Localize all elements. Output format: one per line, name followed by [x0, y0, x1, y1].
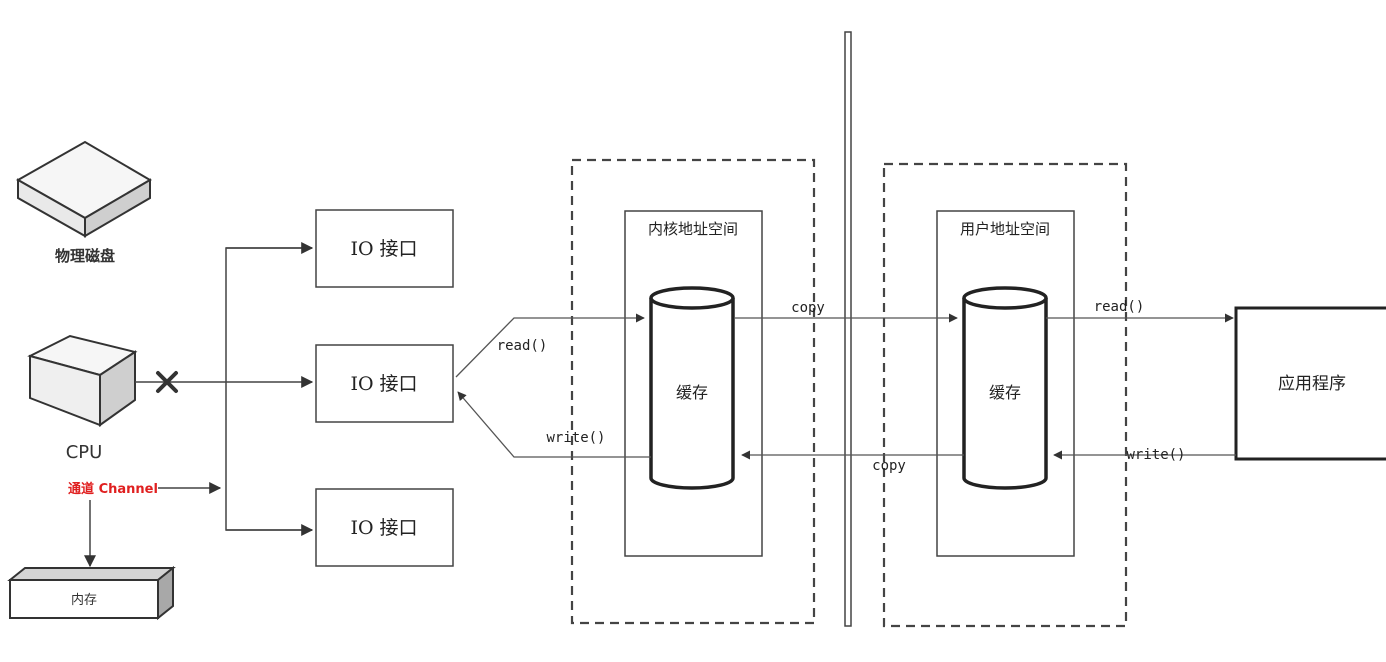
io-port-3-label: IO 接口 [350, 517, 417, 539]
io-port-2-label: IO 接口 [350, 373, 417, 395]
kernel-region [570, 158, 816, 625]
channel-label: 通道 Channel [68, 481, 158, 497]
cpu-device [27, 334, 138, 427]
space-divider [844, 31, 852, 627]
read-label-right: read() [1094, 299, 1145, 315]
kernel-cache-cylinder [649, 286, 735, 490]
disk-label: 物理磁盘 [55, 247, 115, 265]
user-cache-cylinder [962, 286, 1048, 490]
copy-label-top: copy [791, 300, 825, 316]
disk-device [15, 140, 152, 238]
user-cache-label: 缓存 [989, 383, 1021, 402]
kernel-space-label: 内核地址空间 [648, 220, 738, 238]
kernel-cache-label: 缓存 [676, 383, 708, 402]
io-port-3 [315, 488, 454, 567]
x-mark-icon [156, 371, 178, 393]
application-label: 应用程序 [1278, 374, 1346, 394]
memory-label: 内存 [71, 592, 97, 608]
io-port-1 [315, 209, 454, 288]
io-port-1-label: IO 接口 [350, 238, 417, 260]
read-label-left: read() [497, 338, 548, 354]
write-label-left: write() [546, 430, 605, 446]
user-region [882, 162, 1128, 628]
user-space-label: 用户地址空间 [960, 220, 1050, 238]
memory-device [7, 565, 176, 621]
write-label-right: write() [1126, 447, 1185, 463]
copy-label-bottom: copy [872, 458, 906, 474]
io-port-2 [315, 344, 454, 423]
cpu-label: CPU [66, 442, 103, 463]
application-box [1234, 306, 1386, 461]
